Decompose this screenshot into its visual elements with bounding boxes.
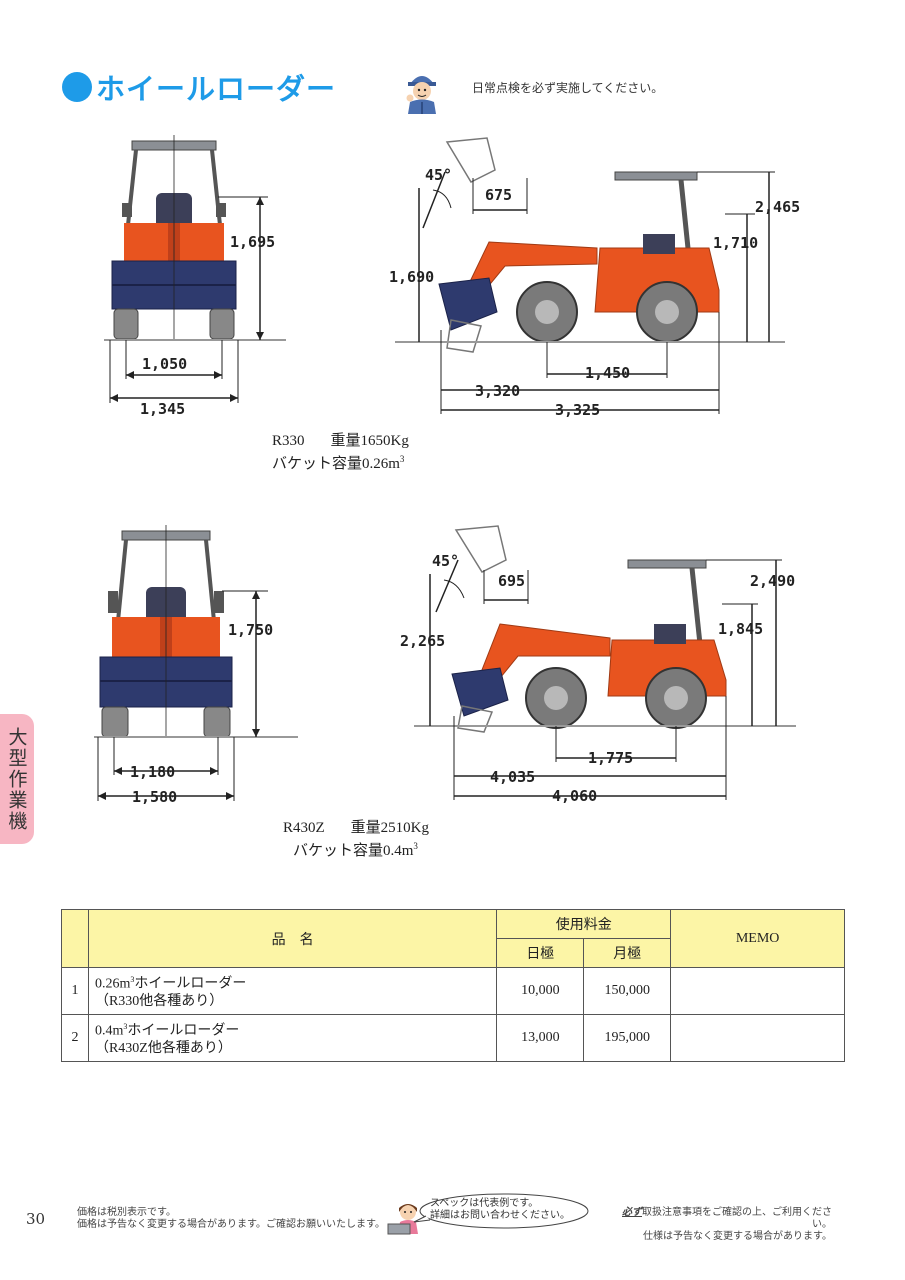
- price-table: 品 名 使用料金 MEMO 日極 月極 1 0.26m3ホイールローダー （R3…: [61, 909, 845, 1062]
- table-row: 1 0.26m3ホイールローダー （R330他各種あり） 10,000 150,…: [61, 967, 845, 1015]
- dim-reach: 695: [498, 572, 525, 590]
- mechanic-mascot-icon: [406, 76, 436, 114]
- dim-dump-height: 1,690: [389, 268, 434, 286]
- row-number: 1: [61, 967, 89, 1015]
- header-name: 品 名: [87, 909, 498, 968]
- header-monthly: 月極: [583, 938, 672, 968]
- model-1-front-view: 1,695 1,050 1,345: [104, 135, 286, 418]
- dim-width: 1,345: [140, 400, 185, 418]
- price-notice: 価格は税別表示です。 価格は予告なく変更する場合があります。ご確認お願いいたしま…: [77, 1207, 385, 1230]
- daily-inspection-note: 日常点検を必ず実施してください。: [472, 81, 664, 95]
- table-row: 2 0.4m3ホイールローダー （R430Z他各種あり） 13,000 195,…: [61, 1014, 845, 1062]
- row-monthly-price: 195,000: [583, 1014, 672, 1062]
- category-side-tab: 大型作業機: [0, 714, 34, 844]
- dim-height: 1,750: [228, 621, 273, 639]
- spec-model: R430Z: [283, 820, 325, 836]
- row-monthly-price: 150,000: [583, 967, 672, 1015]
- staff-mascot-icon: [387, 1204, 418, 1235]
- dim-height: 1,695: [230, 233, 275, 251]
- spec-weight: 重量2510Kg: [350, 820, 430, 836]
- dim-reach: 675: [485, 186, 512, 204]
- dim-track: 1,050: [142, 355, 187, 373]
- model-1-side-view: 45° 675 1,690 2,465 1,710 1,450 3,320 3,…: [389, 137, 800, 419]
- dim-track: 1,180: [130, 763, 175, 781]
- header-daily: 日極: [496, 938, 585, 968]
- header-memo: MEMO: [670, 909, 845, 968]
- dim-dump-height: 2,265: [400, 632, 445, 650]
- dim-length-a: 4,035: [490, 768, 535, 786]
- speech-bubble: [413, 1193, 589, 1229]
- row-daily-price: 10,000: [496, 967, 585, 1015]
- spec-model: R330: [272, 433, 305, 449]
- page-title-text: ホイールローダー: [96, 72, 337, 106]
- dim-canopy-height: 1,710: [713, 234, 758, 252]
- page-title: ホイールローダー: [62, 66, 336, 108]
- row-memo: [670, 967, 845, 1015]
- dim-total-height: 2,465: [755, 198, 800, 216]
- dim-length-a: 3,320: [475, 382, 520, 400]
- dim-dump-angle: 45°: [425, 166, 452, 184]
- dim-width: 1,580: [132, 788, 177, 806]
- dim-wheelbase: 1,775: [588, 749, 633, 767]
- dim-dump-angle: 45°: [432, 552, 459, 570]
- row-item-name: 0.4m3ホイールローダー （R430Z他各種あり）: [87, 1014, 498, 1062]
- spec-bucket: バケット容量0.26m: [272, 456, 400, 472]
- spec-bucket: バケット容量0.4m: [293, 843, 414, 859]
- page-number: 30: [26, 1210, 46, 1228]
- usage-notice: 必ず取扱注意事項をご確認の上、ご利用ください。 仕様は予告なく変更する場合があり…: [622, 1207, 832, 1242]
- dim-length-b: 4,060: [552, 787, 597, 805]
- row-number: 2: [61, 1014, 89, 1062]
- dim-length-b: 3,325: [555, 401, 600, 419]
- row-daily-price: 13,000: [496, 1014, 585, 1062]
- row-item-name: 0.26m3ホイールローダー （R330他各種あり）: [87, 967, 498, 1015]
- model-2-side-view: 45° 695 2,265 2,490 1,845 1,775 4,035 4,…: [400, 525, 796, 805]
- spec-disclaimer: スペックは代表例です。 詳細はお問い合わせください。: [430, 1198, 570, 1221]
- spec-weight: 重量1650Kg: [330, 433, 409, 449]
- bullet-dot: [62, 72, 92, 102]
- row-memo: [670, 1014, 845, 1062]
- model-2-front-view: 1,750 1,180 1,580: [94, 525, 298, 806]
- dim-total-height: 2,490: [750, 572, 795, 590]
- dim-wheelbase: 1,450: [585, 364, 630, 382]
- dim-canopy-height: 1,845: [718, 620, 763, 638]
- header-fee: 使用料金: [496, 909, 672, 939]
